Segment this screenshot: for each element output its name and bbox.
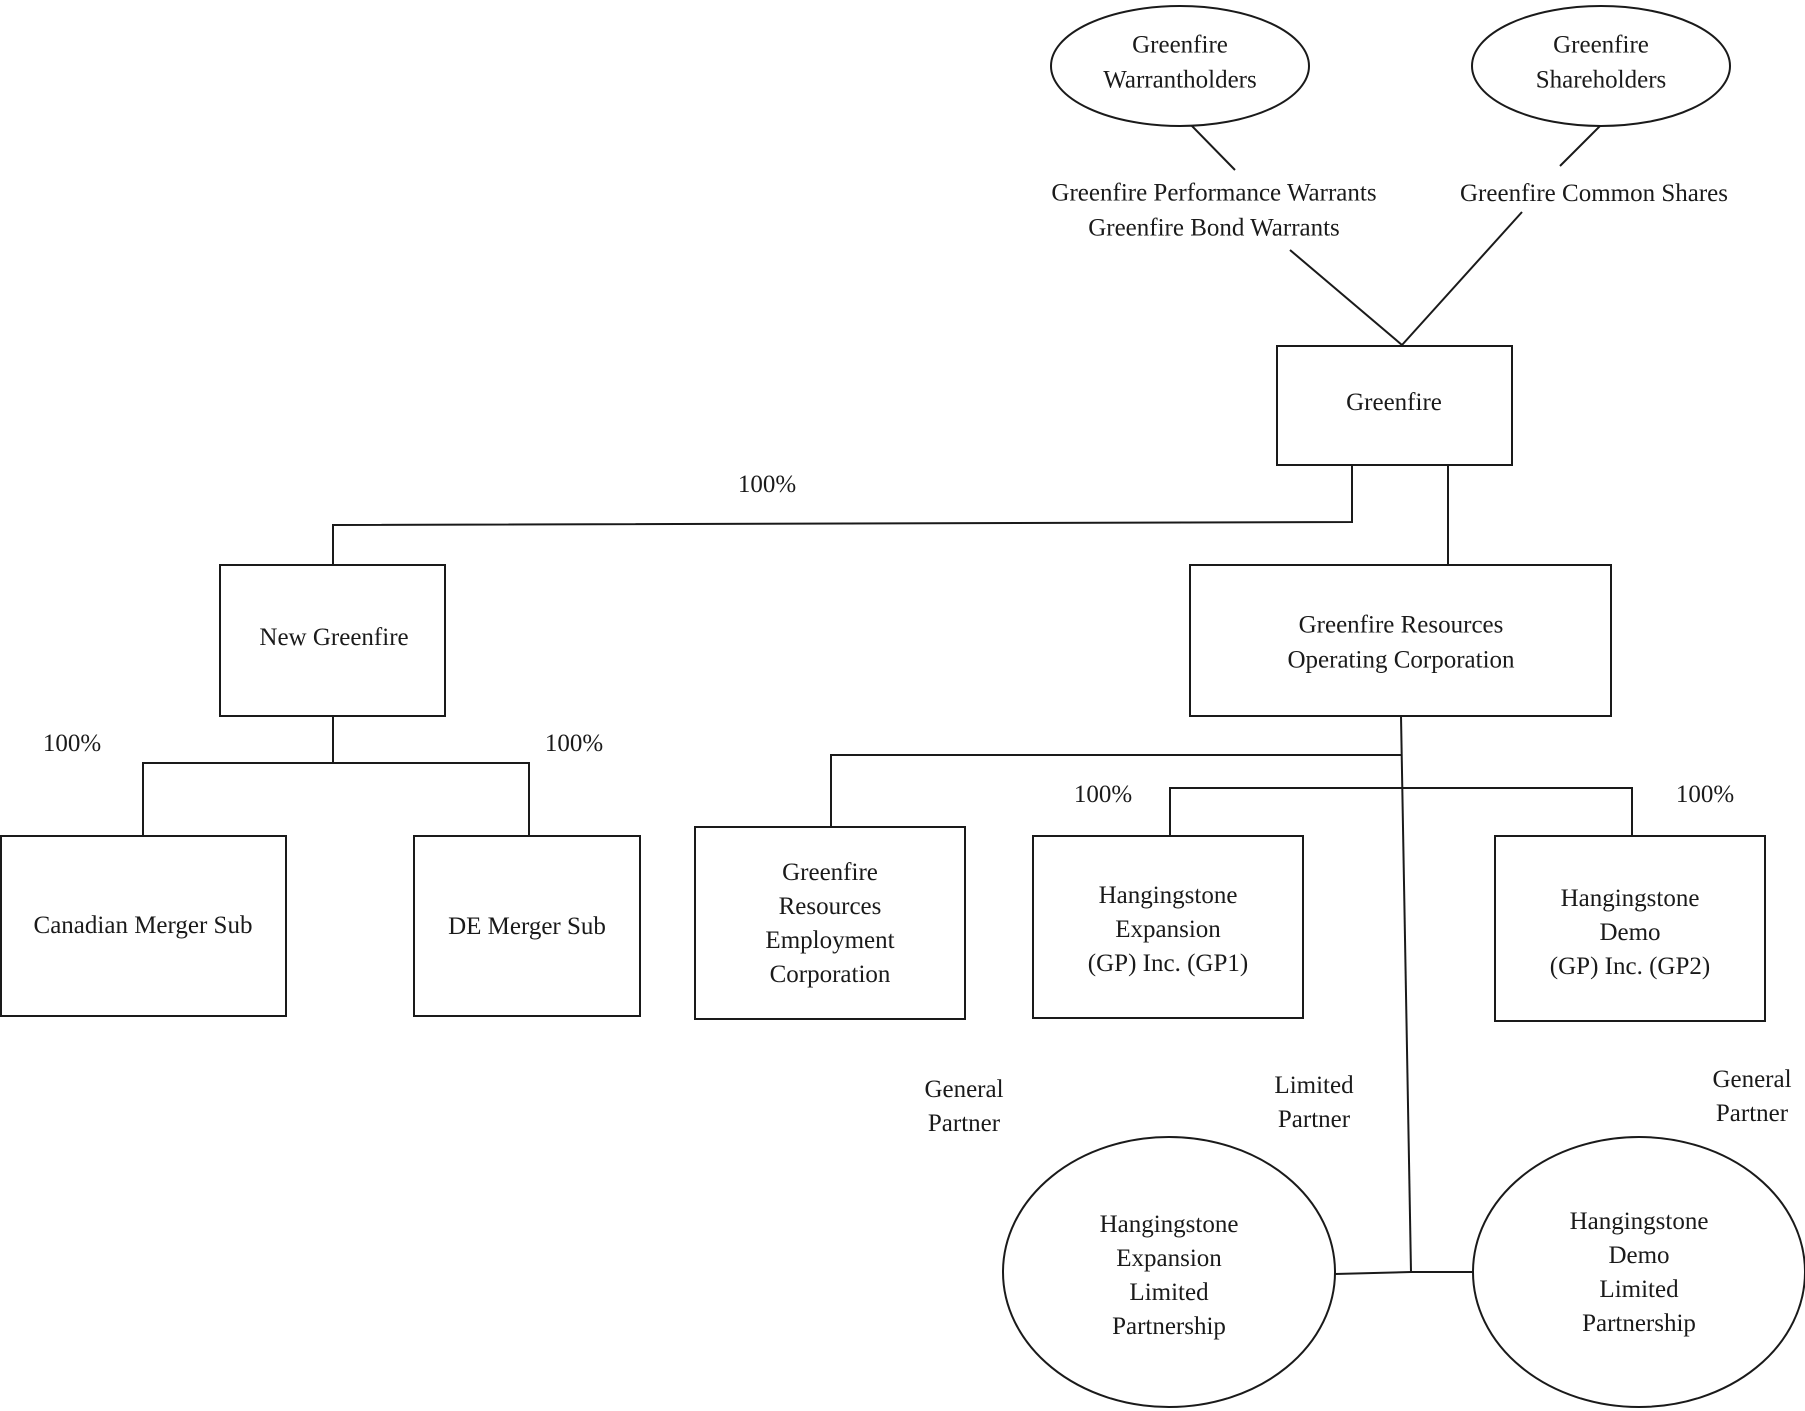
limited-partner-label-line: Partner: [1278, 1106, 1351, 1133]
shareholders-label-line: Greenfire: [1553, 31, 1649, 58]
pct-new-greenfire-label: 100%: [738, 471, 796, 498]
connector-employment-bar: [830, 754, 1401, 827]
warrantholders-label-line: Warrantholders: [1103, 66, 1256, 93]
shapes: [0, 5, 1805, 1408]
connector-merger-subs-bar: [142, 762, 530, 836]
limited-partner-label-line: Limited: [1274, 1072, 1354, 1099]
greenfire-label-line: Greenfire: [1346, 389, 1442, 416]
pct-de-merger-sub-label: 100%: [545, 730, 603, 757]
connector-operating-corp-trunk: [1400, 715, 1412, 1273]
operating-corp-label-line: Greenfire Resources: [1299, 611, 1504, 638]
employment-corp-label-line: Resources: [779, 893, 882, 920]
new-greenfire-label-line: New Greenfire: [259, 624, 408, 651]
canadian-merger-sub-label-line: Canadian Merger Sub: [34, 912, 253, 939]
operating-corp-label-line: Operating Corporation: [1287, 646, 1515, 673]
demo-lp-label-line: Limited: [1599, 1276, 1679, 1303]
expansion-lp-label-line: Partnership: [1112, 1313, 1226, 1340]
pct-de-merger-sub-label-line: 100%: [545, 730, 603, 757]
employment-corp-label-line: Corporation: [770, 961, 891, 988]
pct-demo-gp-label: 100%: [1676, 781, 1734, 808]
operating-corp-box: [1189, 564, 1612, 717]
demo-lp-ellipse: [1472, 1136, 1805, 1408]
pct-canadian-merger-sub-label: 100%: [43, 730, 101, 757]
warrantholders-label-line: Greenfire: [1132, 31, 1228, 58]
expansion-gp-label-line: Hangingstone: [1099, 882, 1238, 909]
warrants-label-line: Greenfire Performance Warrants: [1051, 179, 1376, 206]
canadian-merger-sub-label: Canadian Merger Sub: [34, 912, 253, 939]
shareholders-label-line: Shareholders: [1536, 66, 1667, 93]
de-merger-sub-label-line: DE Merger Sub: [448, 913, 606, 940]
pct-demo-gp-label-line: 100%: [1676, 781, 1734, 808]
warrants-label-line: Greenfire Bond Warrants: [1088, 214, 1340, 241]
pct-canadian-merger-sub-label-line: 100%: [43, 730, 101, 757]
greenfire-box: [1276, 345, 1513, 466]
connector-shares-to-greenfire: [1401, 211, 1523, 346]
employment-corp-label-line: Greenfire: [782, 859, 878, 886]
greenfire-label: Greenfire: [1346, 389, 1442, 416]
demo-lp-label-line: Hangingstone: [1570, 1208, 1709, 1235]
general-partner-right-label-line: General: [1712, 1066, 1791, 1093]
demo-gp-label-line: Demo: [1599, 919, 1660, 946]
pct-expansion-gp-label-line: 100%: [1074, 781, 1132, 808]
de-merger-sub-box: [413, 835, 641, 1017]
demo-lp-label-line: Partnership: [1582, 1310, 1696, 1337]
expansion-lp-label-line: Expansion: [1116, 1245, 1222, 1272]
de-merger-sub-label: DE Merger Sub: [448, 913, 606, 940]
demo-gp-label-line: Hangingstone: [1561, 885, 1700, 912]
general-partner-left-label-line: Partner: [928, 1110, 1001, 1137]
connector-warrantholders: [1190, 124, 1236, 171]
new-greenfire-label: New Greenfire: [259, 624, 408, 651]
connector-gp-bar: [1169, 787, 1633, 836]
connector-warrants-to-greenfire: [1289, 249, 1403, 346]
expansion-lp-label-line: Hangingstone: [1100, 1211, 1239, 1238]
expansion-gp-box: [1032, 835, 1304, 1019]
connector-greenfire-to-new-greenfire: [332, 465, 1353, 565]
employment-corp-box: [694, 826, 966, 1020]
employment-corp-label-line: Employment: [765, 927, 894, 954]
demo-gp-label-line: (GP) Inc. (GP2): [1550, 953, 1710, 980]
connector-partnerships-bar: [1334, 1271, 1473, 1275]
canadian-merger-sub-box: [0, 835, 287, 1017]
common-shares-label-line: Greenfire Common Shares: [1460, 180, 1728, 207]
demo-lp-label-line: Demo: [1608, 1242, 1669, 1269]
general-partner-left-label-line: General: [924, 1076, 1003, 1103]
common-shares-label: Greenfire Common Shares: [1460, 180, 1728, 207]
new-greenfire-box: [219, 564, 446, 717]
pct-new-greenfire-label-line: 100%: [738, 471, 796, 498]
expansion-lp-ellipse: [1002, 1136, 1336, 1408]
connector-shareholders: [1559, 124, 1602, 167]
pct-expansion-gp-label: 100%: [1074, 781, 1132, 808]
demo-gp-box: [1494, 835, 1766, 1022]
expansion-lp-label-line: Limited: [1129, 1279, 1209, 1306]
expansion-gp-label-line: (GP) Inc. (GP1): [1088, 950, 1248, 977]
shareholders-ellipse: [1471, 5, 1731, 127]
general-partner-right-label-line: Partner: [1716, 1100, 1789, 1127]
warrantholders-ellipse: [1050, 5, 1310, 127]
expansion-gp-label-line: Expansion: [1115, 916, 1221, 943]
connector-lines: [142, 124, 1633, 1275]
